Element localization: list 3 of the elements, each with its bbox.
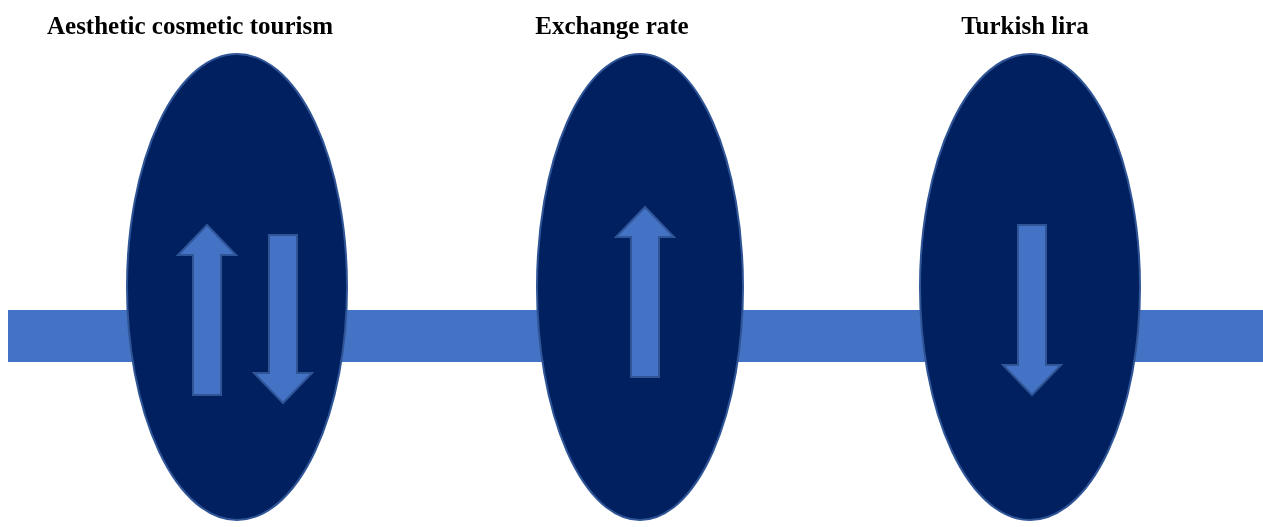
- heading: Exchange rate: [534, 12, 690, 40]
- heading: Aesthetic cosmetic tourism: [46, 12, 334, 40]
- heading: Turkish lira: [960, 12, 1090, 40]
